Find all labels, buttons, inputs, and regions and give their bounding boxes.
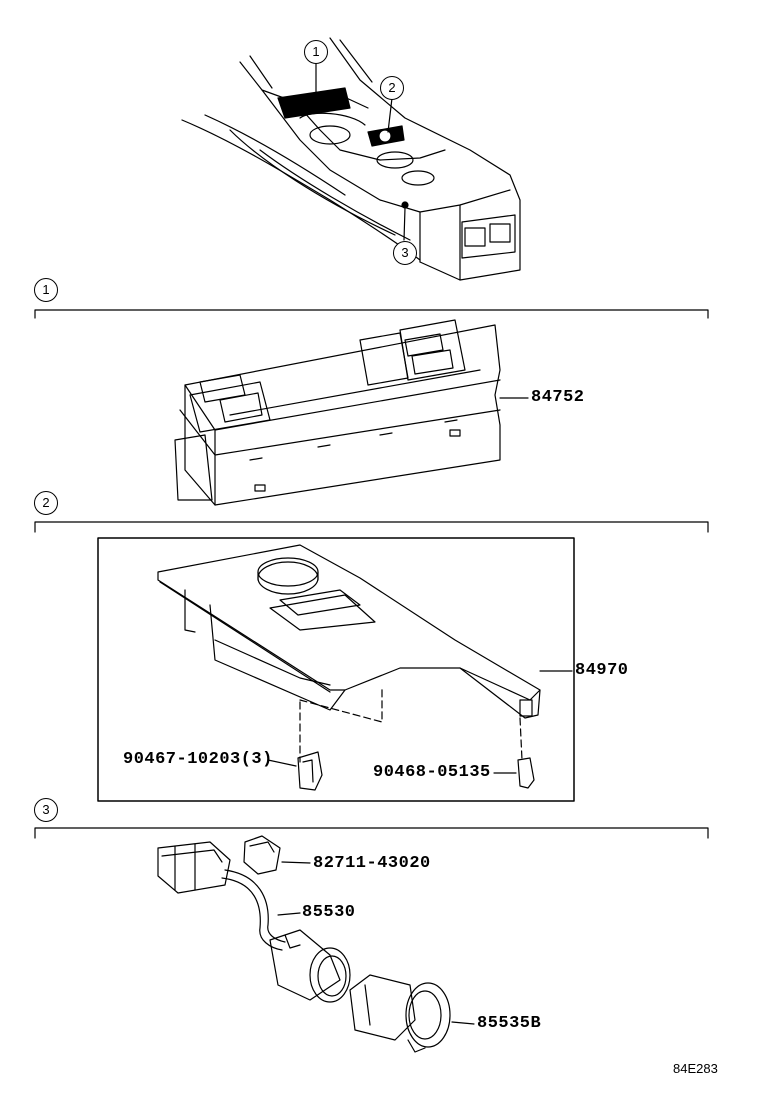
part-label-84970: 84970	[575, 661, 629, 680]
part-label-85535B: 85535B	[477, 1014, 542, 1033]
callout-1: 1	[304, 40, 328, 64]
section-marker-1: 1	[34, 278, 58, 302]
part-label-85530: 85530	[302, 903, 356, 922]
part-label-90467-10203: 90467-10203(3)	[123, 750, 273, 769]
switch-assembly-84752	[174, 319, 529, 506]
cap-82711	[243, 835, 311, 875]
diagram-code: 84E283	[673, 1061, 718, 1076]
panel-84970	[157, 544, 573, 763]
callout-2: 2	[380, 76, 404, 100]
clip-90468	[517, 757, 535, 789]
part-label-84752: 84752	[531, 388, 585, 407]
socket-85530	[269, 912, 351, 1003]
part-label-82711-43020: 82711-43020	[313, 854, 431, 873]
section-marker-2: 2	[34, 491, 58, 515]
clip-90467	[297, 751, 323, 791]
connector-85530	[157, 841, 286, 951]
console-overview	[181, 37, 521, 281]
part-label-90468-05135: 90468-05135	[373, 763, 491, 782]
callout-3: 3	[393, 241, 417, 265]
section-marker-3: 3	[34, 798, 58, 822]
socket-85535B	[349, 974, 475, 1053]
